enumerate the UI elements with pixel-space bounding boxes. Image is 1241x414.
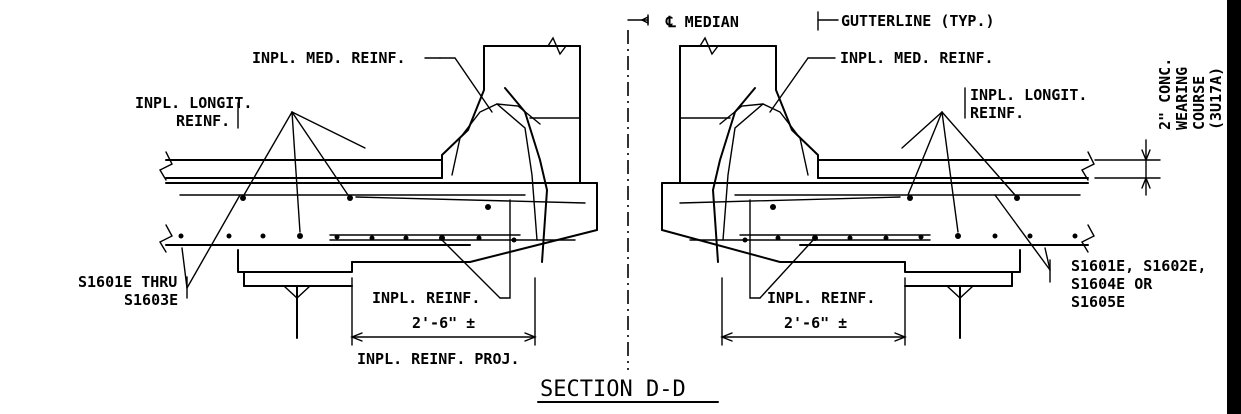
s1601e-left-label-2: S1603E <box>124 291 178 309</box>
left-median-barrier <box>441 36 581 263</box>
wearing-course-label-1: 2" CONC. <box>1156 58 1174 130</box>
right-deck-slab <box>661 151 1095 339</box>
leader-lines <box>181 11 1051 299</box>
wearing-course-label-4: (3U17A) <box>1207 67 1225 130</box>
inpl-reinf-right-label: INPL. REINF. <box>767 289 875 307</box>
sheet-border <box>1227 0 1241 414</box>
dim-right-label: 2'-6" ± <box>784 314 847 332</box>
inpl-longit-right-label-1: INPL. LONGIT. <box>970 86 1087 104</box>
inpl-med-reinf-left-label: INPL. MED. REINF. <box>252 49 406 67</box>
inpl-reinf-left-label: INPL. REINF. <box>372 289 480 307</box>
inpl-longit-left-label-1: INPL. LONGIT. <box>135 94 252 112</box>
s1601e-right-label-1: S1601E, S1602E, <box>1071 257 1206 275</box>
inpl-med-reinf-right-label: INPL. MED. REINF. <box>840 49 994 67</box>
inpl-reinf-proj-label: INPL. REINF. PROJ. <box>357 350 520 368</box>
median-label: ℄ MEDIAN <box>665 13 739 31</box>
s1601e-right-label-2: S1604E OR <box>1071 275 1153 293</box>
s1601e-right-label-3: S1605E <box>1071 293 1125 311</box>
gutterline-label: GUTTERLINE (TYP.) <box>841 12 995 30</box>
section-title: SECTION D-D <box>540 377 686 402</box>
left-deck-slab <box>159 151 598 339</box>
dim-left-label: 2'-6" ± <box>412 314 475 332</box>
dimension-lines <box>350 139 1161 346</box>
wearing-course-label-3: COURSE <box>1190 76 1208 130</box>
wearing-course-label-2: WEARING <box>1173 67 1191 130</box>
inpl-longit-left-label-2: REINF. <box>176 112 230 130</box>
right-median-barrier <box>679 36 819 263</box>
inpl-longit-right-label-2: REINF. <box>970 104 1024 122</box>
s1601e-left-label-1: S1601E THRU <box>78 273 177 291</box>
